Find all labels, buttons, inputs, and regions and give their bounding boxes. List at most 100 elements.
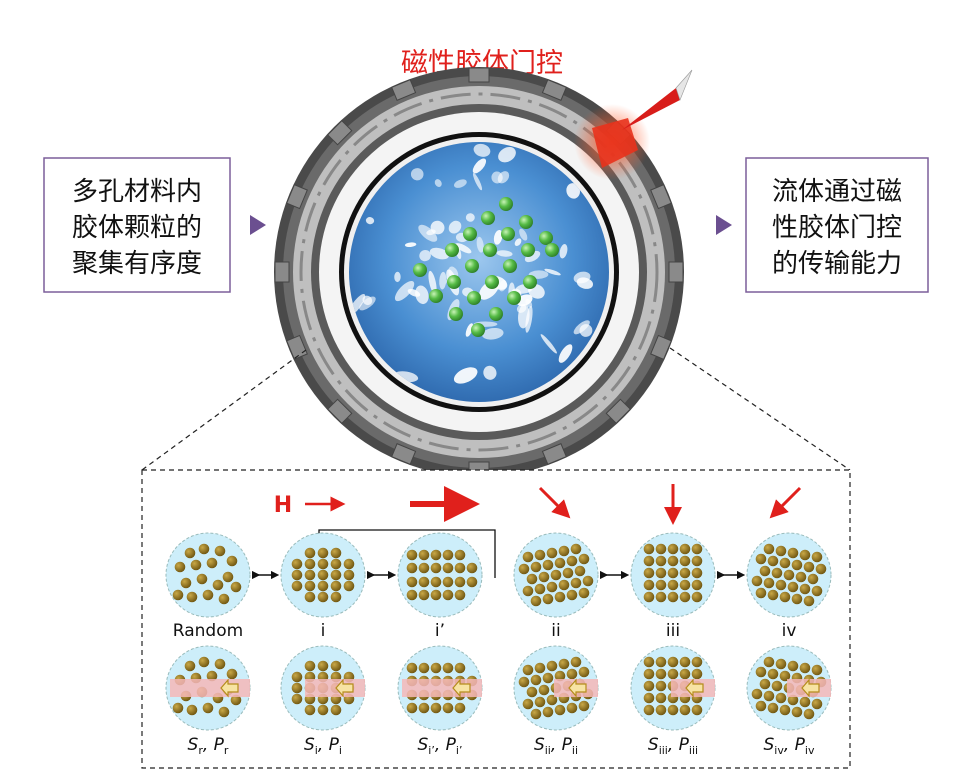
particle [655,692,667,704]
state-circle [397,532,483,618]
left-label-box: 多孔材料内 胶体颗粒的 聚集有序度 [43,157,231,293]
detail-panel [141,469,851,769]
state-label: i’ [435,621,445,641]
green-particle [481,211,495,225]
particle [679,704,691,716]
particle [667,555,679,567]
particle [330,547,342,559]
state-circle [513,532,599,618]
particle [174,561,186,573]
particle [799,583,811,595]
particle [643,704,655,716]
rivet-block [326,119,353,146]
particle [212,579,224,591]
particle [554,670,566,682]
particle [771,567,783,579]
particle [546,660,558,672]
particle [304,569,316,581]
particle [550,569,562,581]
field-arrows [305,484,802,525]
particle [454,702,466,714]
caustic-blob [439,271,447,290]
particle [811,698,823,710]
left-triangle-icon [250,215,266,235]
particle [771,680,783,692]
green-particle [467,291,481,305]
flow-arrow-icon [220,678,239,698]
particle [667,543,679,555]
particle [667,668,679,680]
caustic-blob [514,238,522,247]
particle [343,569,355,581]
green-particle [489,307,503,321]
green-particle [485,275,499,289]
caustic-blob [476,236,484,253]
state-label: i [321,621,326,641]
particle [226,555,238,567]
particle [554,557,566,569]
particle [466,576,478,588]
particle [566,555,578,567]
particle [522,664,534,676]
particle [291,693,303,705]
water-caustics [349,143,594,384]
particle [291,569,303,581]
green-particle [465,259,479,273]
particle [643,579,655,591]
particle [317,580,329,592]
particle [418,562,430,574]
particle [643,567,655,579]
particle [667,579,679,591]
particle [330,591,342,603]
particle [546,547,558,559]
particle [763,656,775,668]
particle [767,668,779,680]
particle [226,668,238,680]
caustic-blob [483,365,497,380]
particle [795,571,807,583]
particle [406,549,418,561]
particle [304,704,316,716]
particle [430,662,442,674]
particle [562,567,574,579]
particle [655,567,667,579]
particle [691,567,703,579]
particle [518,563,530,575]
particle [442,576,454,588]
particle [214,545,226,557]
particle [180,577,192,589]
rivet-block [650,184,672,210]
state-metric-label: Sr, Pr [188,735,229,757]
rivet-block [605,398,632,425]
particle [317,704,329,716]
particle [538,684,550,696]
particle [430,549,442,561]
particle [791,706,803,718]
flow-arrow-icon [801,678,820,698]
particle [343,558,355,570]
caustic-blob [394,271,401,283]
particle [679,555,691,567]
particle [554,704,566,716]
green-particle [499,197,513,211]
particle [767,589,779,601]
particle [815,563,827,575]
particle [406,576,418,588]
pipe-rivets [274,67,684,477]
particle [442,589,454,601]
pipe-cross-section [274,67,693,477]
particle [418,576,430,588]
zoom-line-left [141,349,307,471]
particle [655,680,667,692]
particle [803,595,815,607]
particle [578,553,590,565]
state-circle [280,645,366,731]
particle [530,561,542,573]
particle [317,591,329,603]
particle [643,591,655,603]
state-row-top [165,532,832,618]
particle [218,593,230,605]
green-particle [429,289,443,303]
particle [803,708,815,720]
